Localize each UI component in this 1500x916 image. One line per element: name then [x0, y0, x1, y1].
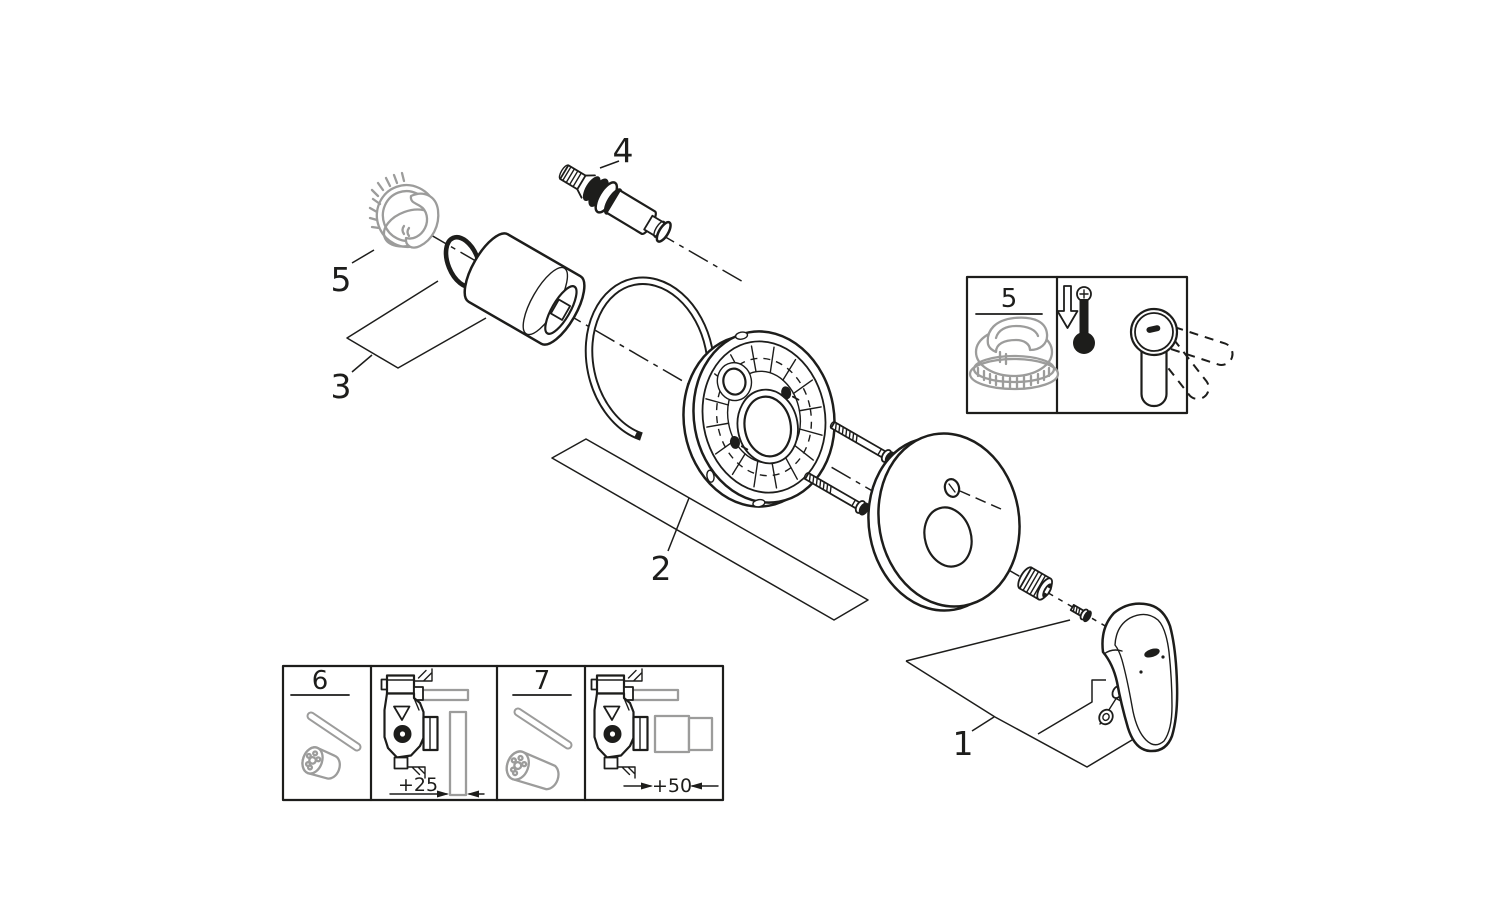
leader-4	[599, 160, 620, 169]
part-mounting-plate	[682, 330, 836, 508]
handle-slot	[1144, 648, 1160, 658]
part-plug	[1098, 708, 1114, 726]
bracket-1-lower	[905, 660, 1138, 768]
part-small-screw	[1069, 604, 1092, 623]
callout-3: 3	[331, 280, 487, 406]
supply-pipe	[630, 688, 680, 702]
extension-spacer-icon	[505, 750, 560, 791]
cap-loop	[404, 192, 440, 249]
inset-6-parts-cell: 6	[290, 666, 362, 780]
callout-4: 4	[599, 131, 634, 170]
arrow-right-icon	[641, 782, 653, 790]
dimension-50-label: +50	[652, 775, 692, 797]
extension-block	[687, 716, 714, 752]
callout-1-number: 1	[953, 724, 974, 763]
anchor-screw-tip	[729, 435, 741, 449]
extension-spacer-icon	[301, 746, 341, 780]
dimension-plus-50: +50	[623, 775, 719, 797]
bracket-2	[551, 438, 869, 621]
temperature-limiter-cap-icon	[968, 316, 1060, 391]
inset-dividers	[369, 664, 587, 802]
part-adapter	[1017, 566, 1053, 601]
bracket-1-jog	[1037, 679, 1106, 735]
cartridge-axis-line	[654, 230, 746, 284]
part-cartridge-spindle	[558, 164, 672, 243]
callout-2: 2	[551, 438, 869, 621]
part-escutcheon	[867, 432, 1021, 612]
supply-pipe	[420, 688, 470, 702]
rod-icon	[306, 711, 362, 752]
callout-3-number: 3	[331, 367, 352, 406]
anchor-screw-tip	[781, 386, 792, 400]
callout-2-number: 2	[651, 549, 672, 588]
bracket-1-upper	[905, 619, 1071, 662]
leader-1	[971, 716, 995, 732]
inset-7-number: 7	[534, 666, 551, 696]
lever-positions-icon	[1129, 307, 1234, 408]
rough-in-valve-25-cell: +25	[380, 667, 485, 798]
rough-in-valve-50-cell: +50	[590, 667, 719, 797]
hole-axis-dash	[959, 490, 1002, 510]
extension-block	[653, 714, 691, 754]
inset-box-extensions: 6 +25	[281, 664, 725, 802]
knurl-ticks	[368, 171, 406, 230]
leader-2	[667, 497, 690, 552]
wall-plane	[448, 710, 468, 797]
arrow-left-icon	[467, 790, 479, 798]
rod-icon	[513, 707, 573, 750]
callout-5-main: 5	[331, 249, 375, 299]
leader-5	[351, 249, 375, 264]
escutcheon-center-hole	[923, 506, 973, 568]
part-lever-handle	[1101, 602, 1179, 753]
callout-4-number: 4	[613, 131, 634, 170]
part-temperature-limiter-cap	[368, 171, 440, 249]
part-fixing-screw-lower	[803, 472, 870, 516]
inset-6-number: 6	[312, 666, 329, 696]
callout-5-number: 5	[331, 260, 352, 299]
callout-1: 1	[905, 619, 1138, 768]
part-sleeve	[463, 232, 586, 346]
arrow-left-icon	[690, 782, 702, 790]
thermometer-icon	[1073, 286, 1095, 354]
dimension-plus-25: +25	[389, 774, 485, 798]
arrow-right-icon	[437, 790, 449, 798]
inset-5-number: 5	[1001, 284, 1018, 314]
inset-7-parts-cell: 7	[505, 666, 573, 791]
down-arrow-icon	[1056, 285, 1079, 329]
bracket-3	[346, 280, 487, 369]
part-c-ring	[584, 276, 716, 444]
dimension-25-label: +25	[398, 774, 438, 796]
inset-box-temp-limiter: 5	[965, 275, 1234, 415]
leader-3	[351, 354, 373, 373]
